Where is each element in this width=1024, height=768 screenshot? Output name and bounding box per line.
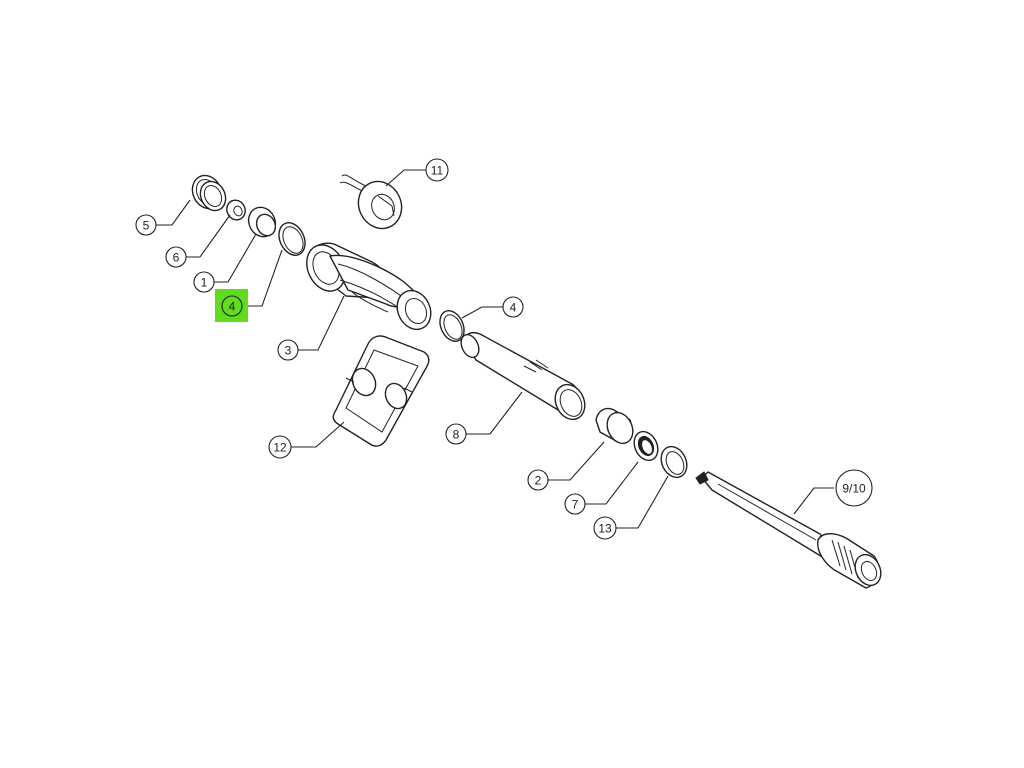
callout-8[interactable]: 8 xyxy=(445,423,467,445)
part-11-clip-spring xyxy=(339,174,403,230)
callout-2[interactable]: 2 xyxy=(527,469,549,491)
callout-4-right[interactable]: 4 xyxy=(502,296,524,318)
callout-2-label: 2 xyxy=(535,474,542,488)
callout-4-right-label: 4 xyxy=(510,301,517,315)
part-7-washer xyxy=(633,430,659,462)
callout-6[interactable]: 6 xyxy=(165,246,187,268)
callout-11[interactable]: 11 xyxy=(425,158,449,182)
part-4-snap-ring-right xyxy=(439,310,465,342)
part-1-bearing xyxy=(247,206,277,238)
callout-4-left-label: 4 xyxy=(229,300,236,314)
callout-5-label: 5 xyxy=(143,219,150,233)
part-8-sleeve-tube xyxy=(460,332,586,421)
callout-9-10-label: 9/10 xyxy=(842,482,866,496)
callout-4-left[interactable]: 4 xyxy=(221,295,243,317)
callout-5[interactable]: 5 xyxy=(135,214,157,236)
part-3-pedal-body xyxy=(306,242,432,331)
callout-12[interactable]: 12 xyxy=(268,435,292,459)
part-6-small-nut xyxy=(226,199,246,221)
callout-1[interactable]: 1 xyxy=(193,271,215,293)
part-4-snap-ring-left xyxy=(278,222,306,256)
part-13-seal-ring xyxy=(660,445,688,479)
part-9-10-spindle-axle xyxy=(695,471,882,589)
callout-7-label: 7 xyxy=(572,498,579,512)
callout-12-label: 12 xyxy=(273,441,287,455)
part-12-cage-plate xyxy=(332,335,430,447)
callout-3[interactable]: 3 xyxy=(277,339,299,361)
callout-9-10[interactable]: 9/10 xyxy=(835,469,873,507)
callout-6-label: 6 xyxy=(173,251,180,265)
callout-1-label: 1 xyxy=(201,276,208,290)
part-2-bushing xyxy=(595,407,634,445)
callout-7[interactable]: 7 xyxy=(564,493,586,515)
part-5-threaded-cap xyxy=(191,174,227,212)
leader-lines xyxy=(156,169,834,529)
callout-13[interactable]: 13 xyxy=(593,516,617,540)
callout-13-label: 13 xyxy=(598,522,612,536)
callout-11-label: 11 xyxy=(431,164,444,178)
callout-8-label: 8 xyxy=(453,428,460,442)
callout-3-label: 3 xyxy=(285,344,292,358)
